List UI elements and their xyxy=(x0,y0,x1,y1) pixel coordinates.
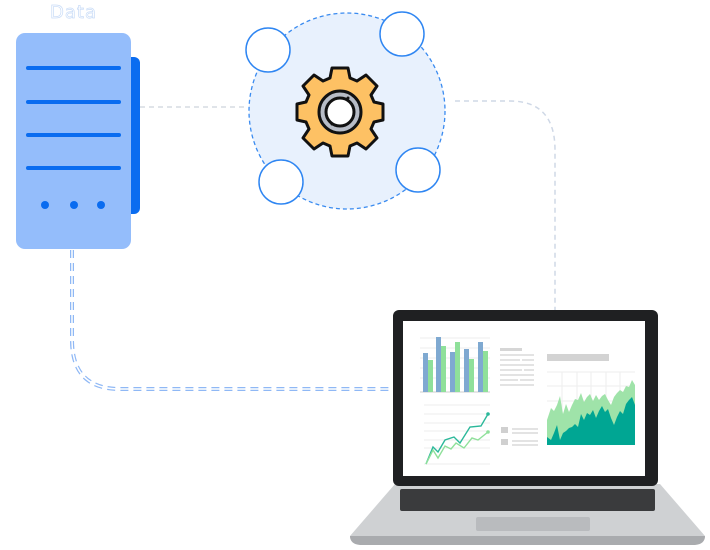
server-title: Data xyxy=(50,2,97,24)
gear-icon xyxy=(295,66,385,158)
node-circle xyxy=(395,147,441,193)
laptop-icon xyxy=(350,310,705,545)
server-icon xyxy=(16,33,140,249)
connector-server-laptop xyxy=(70,250,392,391)
connector-hub-laptop xyxy=(455,100,556,310)
node-circle xyxy=(379,11,425,57)
node-circle xyxy=(245,27,291,73)
node-circle xyxy=(258,159,304,205)
